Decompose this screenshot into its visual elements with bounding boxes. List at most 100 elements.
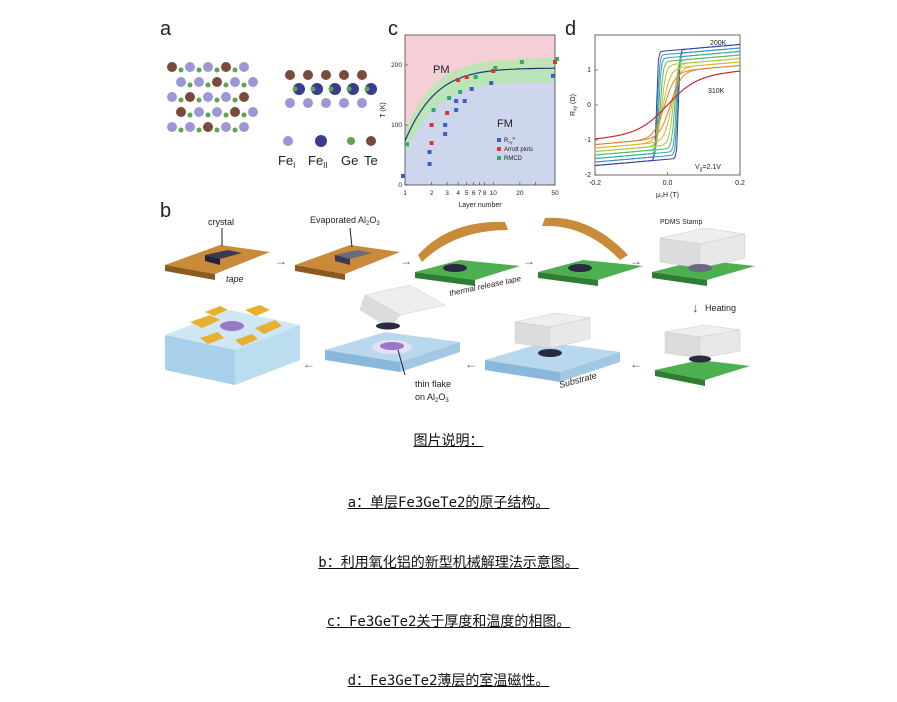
lattice-atom: [203, 92, 213, 102]
legend-marker: [497, 147, 501, 151]
hysteresis-curve: [594, 43, 741, 167]
annotation-gate-voltage: Vg=2.1V: [695, 164, 721, 173]
x-tick-label: 3: [445, 190, 449, 197]
legend-label: RxyA: [504, 136, 515, 145]
lattice-atom: [285, 98, 295, 108]
lattice-atom: [221, 122, 231, 132]
data-point: [469, 87, 474, 91]
lattice-atom: [221, 92, 231, 102]
lattice-atom: [364, 86, 370, 92]
ge-atom-icon: [347, 137, 355, 145]
hysteresis-curve: [594, 54, 741, 156]
lattice-atom: [178, 97, 184, 103]
lattice-atom: [205, 112, 211, 118]
data-point: [456, 78, 461, 82]
data-point: [473, 75, 478, 79]
lattice-atom: [196, 97, 202, 103]
lattice-atom: [187, 112, 193, 118]
y-tick-label: 200: [391, 62, 402, 69]
panel-b-schematic: crystal tape → Evaporated Al2O3 → therma…: [165, 215, 755, 404]
x-tick-label: 1: [403, 190, 407, 197]
lattice-atom: [203, 122, 213, 132]
x-tick-label: 4: [456, 190, 460, 197]
panel-label-c: c: [388, 18, 398, 40]
lattice-atom: [221, 62, 231, 72]
lattice-atom: [176, 77, 186, 87]
lattice-atom: [194, 107, 204, 117]
hysteresis-curve: [594, 50, 741, 160]
arrow-icon: →: [275, 254, 287, 268]
lattice-atom: [196, 127, 202, 133]
lattice-atom: [303, 70, 313, 80]
legend-te: Te: [364, 153, 378, 168]
lattice-atom: [285, 70, 295, 80]
hysteresis-curve: [594, 70, 741, 140]
hysteresis-curve: [594, 65, 741, 145]
lattice-atom: [232, 97, 238, 103]
plot-frame: [404, 34, 556, 186]
lattice-atom: [241, 112, 247, 118]
lattice-atom: [347, 83, 359, 95]
data-point: [431, 108, 436, 112]
panel-a-structure: FeI FeII Ge Te: [167, 62, 378, 170]
y-tick-label: 100: [391, 122, 402, 129]
lattice-atom: [223, 82, 229, 88]
data-point: [405, 142, 409, 147]
data-point: [401, 174, 405, 178]
x-tick-label: 8: [483, 190, 487, 197]
hysteresis-curve: [594, 47, 741, 163]
panel-label-d: d: [565, 18, 577, 40]
legend-fe1: FeI: [278, 153, 295, 170]
lattice-atom: [328, 86, 334, 92]
y-axis-label: Rxy (Ω): [570, 94, 579, 116]
data-point: [555, 57, 559, 61]
lattice-atom: [321, 70, 331, 80]
lattice-atom: [339, 70, 349, 80]
lattice-atom: [239, 122, 249, 132]
lattice-atom: [185, 92, 195, 102]
label-on-al2o3: on Al2O3: [415, 392, 449, 404]
label-evaporated-al2o3: Evaporated Al2O3: [310, 215, 380, 227]
arrow-down-icon: ↓: [692, 300, 699, 315]
lattice-atom: [303, 98, 313, 108]
data-point: [491, 69, 496, 73]
lattice-atom: [310, 86, 316, 92]
lattice-atom: [167, 122, 177, 132]
step-9-device: [165, 305, 300, 385]
x-axis-label: μ₀H (T): [656, 192, 679, 199]
data-point: [454, 108, 459, 112]
lattice-atom: [248, 107, 258, 117]
step-1-crystal-on-tape: crystal tape: [165, 217, 270, 284]
arrow-icon: →: [400, 254, 412, 268]
lattice-atom: [357, 70, 367, 80]
data-point: [551, 73, 555, 78]
x-tick-label: -0.2: [589, 180, 601, 187]
step-6-heated-stamp: [655, 324, 750, 386]
transition-band: [405, 58, 555, 155]
lattice-atom: [346, 86, 352, 92]
data-point: [454, 99, 459, 103]
y-tick-label: -2: [585, 172, 591, 179]
label-thin-flake: thin flake: [415, 379, 451, 389]
data-point: [519, 60, 524, 64]
step-2-al2o3: Evaporated Al2O3: [295, 215, 400, 280]
fe2-atom-icon: [315, 135, 327, 147]
data-point: [489, 81, 494, 85]
fit-curve: [404, 67, 555, 142]
lattice-atom: [293, 83, 305, 95]
arrow-left-icon: ←: [465, 357, 477, 371]
lattice-atom: [178, 67, 184, 73]
arrow-left-icon: ←: [303, 357, 315, 371]
lattice-atom: [176, 107, 186, 117]
lattice-atom: [230, 107, 240, 117]
annotation-310k: 310K: [708, 88, 725, 95]
data-point: [429, 123, 434, 127]
x-tick-label: 0.0: [663, 180, 673, 187]
data-point: [429, 141, 434, 145]
step-4-peel: [538, 217, 643, 286]
lattice-atom: [339, 98, 349, 108]
x-tick-label: 10: [490, 190, 498, 197]
